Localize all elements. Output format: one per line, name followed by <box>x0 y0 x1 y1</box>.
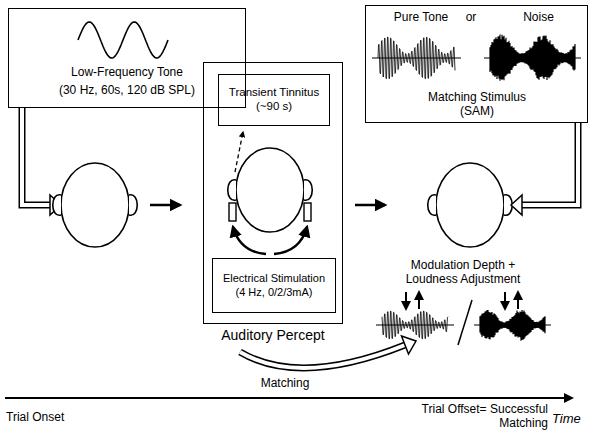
step-arrow <box>355 204 385 207</box>
adjust-arrow <box>517 292 519 309</box>
electrode <box>304 203 311 221</box>
baseline <box>474 324 551 325</box>
input-arrow <box>511 123 578 215</box>
head-outline <box>228 148 313 232</box>
current-arrow <box>274 227 307 254</box>
adjust-arrow <box>418 292 420 309</box>
box-heading: Low-Frequency Tone <box>9 65 245 79</box>
box-heading: Electrical Stimulation <box>223 272 325 285</box>
box-heading: Auditory Percept <box>204 327 342 344</box>
box-text: Matching Stimulus (SAM) <box>412 90 542 119</box>
matching-label: Matching <box>250 376 320 390</box>
matching-stimulus-box: Pure Toneor NoiseMatching Stimulus (SAM) <box>365 5 588 123</box>
adjust-arrow <box>504 292 506 309</box>
axis-label: Time <box>552 411 588 427</box>
box-text: or <box>456 10 486 24</box>
current-arrow <box>233 227 266 254</box>
timeline-axis <box>5 397 572 399</box>
timeline-end-label: Trial Offset= Successful Matching <box>404 402 548 431</box>
input-arrow <box>22 108 61 215</box>
box-heading: Pure Tone <box>371 10 471 24</box>
box-text: (~90 s) <box>256 100 292 114</box>
head-outline <box>53 163 138 247</box>
baseline <box>376 324 454 325</box>
adjust-arrow <box>405 292 407 309</box>
box-text: (4 Hz, 0/2/3mA) <box>235 286 312 299</box>
percept-panel: Auditory PerceptTransient Tinnitus(~90 s… <box>203 62 343 324</box>
stimulus-box: Low-Frequency Tone (30 Hz, 60s, 120 dB SP… <box>8 8 246 108</box>
box-heading: Transient Tinnitus <box>229 86 319 100</box>
baseline <box>372 57 461 58</box>
step-arrow <box>150 204 180 207</box>
adjustment-label: Modulation Depth + Loudness Adjustment <box>398 258 528 287</box>
tinnitus-box: Transient Tinnitus(~90 s) <box>218 74 330 126</box>
baseline <box>484 57 581 58</box>
stimulation-box: Electrical Stimulation(4 Hz, 0/2/3mA) <box>212 258 336 313</box>
electrode <box>229 203 236 221</box>
box-text: (30 Hz, 60s, 120 dB SPL) <box>9 83 245 97</box>
box-text: Noise <box>491 10 586 24</box>
slash <box>458 300 472 345</box>
timeline-start-label: Trial Onset <box>6 410 106 424</box>
percept-arrow <box>235 132 243 172</box>
head-outline <box>428 163 513 247</box>
waveform <box>78 22 168 58</box>
